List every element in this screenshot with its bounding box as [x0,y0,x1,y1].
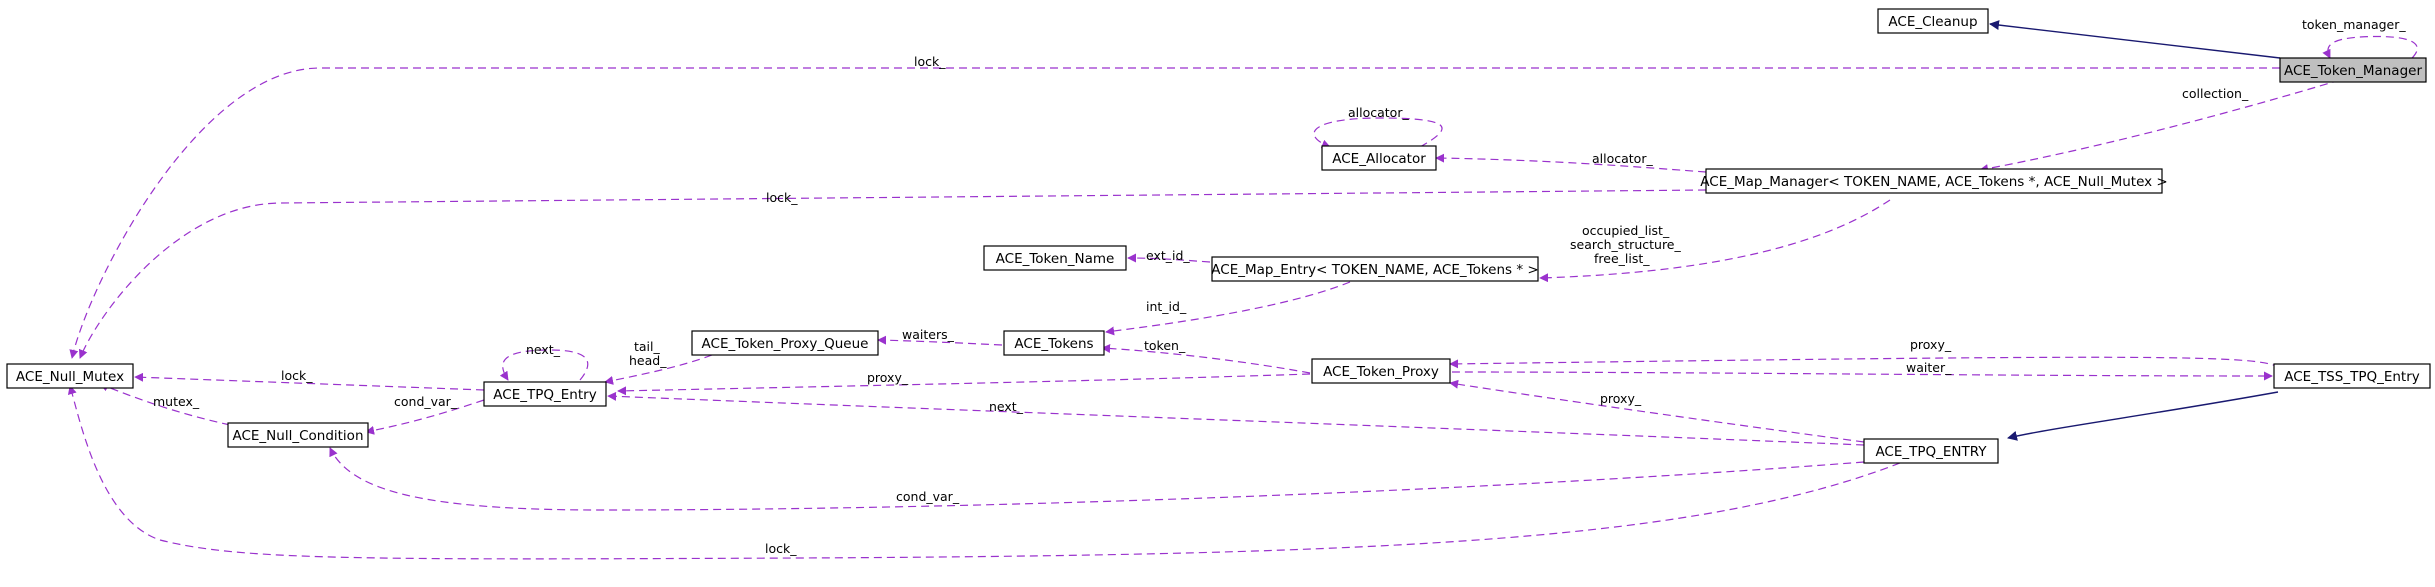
label-proxy-entry: proxy_ [1600,391,1642,406]
label-next-self: next_ [526,342,561,357]
edge-next-entry [607,391,1865,446]
label-token-manager-self: token_manager_ [2302,17,2406,32]
node-label: ACE_Map_Manager< TOKEN_NAME, ACE_Tokens … [1700,174,2167,190]
node-ace-token-proxy[interactable]: ACE_Token_Proxy [1311,358,1451,384]
edge-proxy-tpq [617,373,1311,396]
edge-mutex [99,382,231,426]
node-label: ACE_Null_Mutex [16,369,124,385]
label-cond-var-entry: cond_var_ [896,489,960,504]
label-next-entry: next_ [989,399,1024,414]
node-ace-map-entry[interactable]: ACE_Map_Entry< TOKEN_NAME, ACE_Tokens * … [1211,256,1539,282]
edge-cond-var-entry [329,447,1865,511]
edge-int-id [1105,281,1351,336]
edge-allocator [1435,153,1707,173]
node-label: ACE_Token_Proxy_Queue [702,336,869,352]
node-ace-allocator[interactable]: ACE_Allocator [1321,145,1437,171]
node-ace-tpq-entry-caps[interactable]: ACE_TPQ_ENTRY [1863,438,1999,464]
node-label: ACE_Null_Condition [232,428,363,444]
node-label: ACE_TPQ_ENTRY [1875,444,1987,460]
node-label: ACE_Allocator [1332,151,1426,167]
label-head: head_ [629,353,667,368]
node-label: ACE_Cleanup [1888,14,1977,30]
edge-allocator-self [1313,117,1443,149]
node-ace-tss-tpq-entry[interactable]: ACE_TSS_TPQ_Entry [2273,363,2431,389]
label-waiter: waiter_ [1906,360,1952,375]
edge-lock-tpq [134,372,485,391]
edge-proxy-entry [1449,379,1865,443]
edge-map-manager-to-map-entry [1539,199,1891,283]
label-map-entry-1: occupied_list_ [1582,223,1670,238]
edge-token [1101,343,1311,374]
edge-ext-id [1127,253,1211,263]
label-token: token_ [1144,338,1186,353]
label-mutex: mutex_ [153,394,200,409]
edge-lock-map-manager [78,189,1707,359]
node-ace-tpq-entry[interactable]: ACE_TPQ_Entry [483,381,607,407]
edge-tail-head [604,354,713,385]
node-label: ACE_Tokens [1014,336,1093,352]
label-allocator: allocator_ [1592,151,1653,166]
label-lock-bottom: lock_ [765,541,797,556]
label-allocator-self: allocator_ [1348,105,1409,120]
label-lock-map-manager: lock_ [766,190,798,205]
label-proxy-tss: proxy_ [1910,337,1952,352]
edge-lock-bottom [67,385,1901,560]
label-cond-var-tpq: cond_var_ [394,394,458,409]
edges [67,20,2418,560]
edge-lock-top [69,67,2280,359]
label-waiters: waiters_ [902,327,955,342]
node-ace-token-manager[interactable]: ACE_Token_Manager [2279,57,2427,83]
label-lock-top: lock_ [914,54,946,69]
node-label: ACE_Map_Entry< TOKEN_NAME, ACE_Tokens * … [1211,262,1538,278]
node-label: ACE_TPQ_Entry [493,387,596,403]
node-ace-token-name[interactable]: ACE_Token_Name [983,245,1127,271]
label-ext-id: ext_id_ [1146,248,1190,263]
node-ace-map-manager[interactable]: ACE_Map_Manager< TOKEN_NAME, ACE_Tokens … [1700,168,2168,194]
edge-collection [1979,79,2341,173]
edge-tpq-entry-to-tss [2007,391,2279,441]
node-ace-null-condition[interactable]: ACE_Null_Condition [227,422,369,448]
node-label: ACE_Token_Manager [2284,63,2422,79]
edge-token-manager-to-cleanup [1989,20,2281,59]
label-map-entry-2: search_structure_ [1570,237,1681,252]
edge-proxy-tss [1449,356,2281,369]
edge-next-self [499,349,589,381]
label-collection: collection_ [2182,86,2249,101]
label-map-entry-3: free_list_ [1594,251,1650,266]
edge-token-manager-self [2322,35,2418,59]
label-tail: tail_ [634,339,661,354]
node-label: ACE_TSS_TPQ_Entry [2284,369,2420,385]
node-ace-tokens[interactable]: ACE_Tokens [1003,330,1105,356]
node-ace-null-mutex[interactable]: ACE_Null_Mutex [6,363,134,389]
label-lock-tpq: lock_ [281,368,313,383]
edge-waiter [1451,371,2273,381]
label-proxy-tpq: proxy_ [867,370,909,385]
edge-waiters [877,335,1003,346]
label-int-id: int_id_ [1146,299,1187,314]
edge-labels: token_manager_ lock_ collection_ allocat… [153,17,2406,556]
node-label: ACE_Token_Name [996,251,1115,267]
nodes: ACE_Cleanup ACE_Token_Manager ACE_Alloca… [6,8,2431,464]
node-ace-token-proxy-queue[interactable]: ACE_Token_Proxy_Queue [691,330,879,356]
node-label: ACE_Token_Proxy [1323,364,1439,380]
node-ace-cleanup[interactable]: ACE_Cleanup [1877,8,1989,34]
edge-cond-var-tpq [365,399,485,435]
